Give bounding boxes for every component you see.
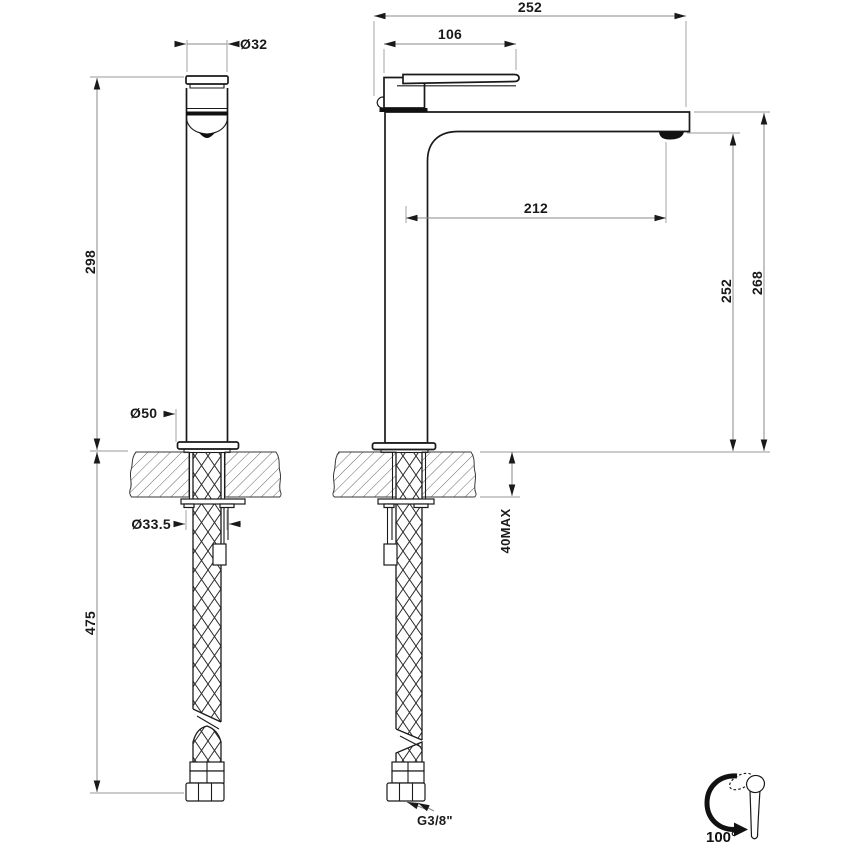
washer-tab [219, 503, 235, 509]
mount-washer-2 [377, 498, 435, 505]
dim-label-106: 106 [438, 26, 462, 42]
dim-label-475: 475 [82, 611, 98, 635]
counter-slab-left-2 [332, 451, 397, 498]
hose-edges-lower [192, 725, 222, 762]
dim-hole-diameter: Ø33.5 [131, 510, 241, 532]
dimensions: Ø32 298 Ø50 Ø33.5 475 [82, 0, 770, 828]
dim-label-268: 268 [749, 271, 765, 295]
hose-edges [395, 741, 423, 762]
handle-lip-front [189, 83, 225, 89]
hose-break-echo [196, 715, 220, 730]
dim-total-depth-252: 252 [373, 0, 687, 107]
dim-label-o32: Ø32 [240, 36, 267, 52]
dim-base-diameter: Ø50 [130, 405, 177, 442]
aerator-side [659, 131, 684, 140]
side-view [371, 73, 691, 454]
dim-label-212: 212 [524, 200, 548, 216]
hose-braid-upper-2 [396, 452, 422, 740]
hex-nut-2 [386, 782, 426, 802]
hose-edges-upper [192, 452, 222, 723]
rotation-icon: 100° [704, 772, 766, 846]
side-view-undercounter [332, 451, 477, 802]
counter-slab-left [129, 451, 190, 498]
hose-braid-lower [193, 726, 221, 762]
mount-block-2 [383, 543, 398, 566]
hose-braid-lower-2 [396, 742, 422, 762]
dim-height-298: 298 [82, 76, 184, 452]
mount-block [212, 543, 227, 566]
aerator-front [198, 131, 216, 138]
mount-washer [180, 498, 246, 505]
dim-heights-right: 252 268 [480, 111, 770, 453]
rotation-arrow-arc [704, 773, 738, 832]
hex-nut [185, 782, 225, 802]
dim-label-o50: Ø50 [130, 405, 157, 421]
handle-cap-front [185, 75, 229, 85]
front-view-undercounter [129, 451, 282, 802]
washer-tab [383, 503, 395, 509]
base-flange-front [176, 441, 240, 450]
counter-slab-right [224, 451, 282, 498]
handle-base-band [379, 108, 428, 112]
rotation-arrow-head-icon [734, 822, 748, 837]
dim-label-298: 298 [82, 250, 98, 274]
spout-edge-band-front [186, 111, 228, 116]
hose-braid-upper [193, 452, 221, 722]
dim-thread-g38: G3/8" [406, 801, 453, 828]
counter-slab-right-2 [421, 451, 477, 498]
front-view [176, 75, 240, 454]
base-collar-front [183, 448, 231, 454]
dim-lever-106: 106 [383, 26, 517, 73]
dim-handle-diameter: Ø32 [174, 36, 267, 72]
handle-stem-icon [749, 789, 761, 840]
handle-knob-icon [745, 774, 766, 794]
lever-handle-side [402, 73, 520, 85]
base-flange-side [371, 442, 437, 451]
dim-label-40max: 40MAX [498, 509, 513, 554]
spout-underside-front [185, 118, 229, 135]
body-spout-profile [384, 111, 691, 444]
dim-spout-reach-212: 212 [405, 142, 667, 223]
dim-label-g38: G3/8" [417, 813, 453, 828]
dim-counter-40max: 40MAX [480, 452, 520, 553]
dim-label-252-right: 252 [718, 279, 734, 303]
dim-label-o335: Ø33.5 [131, 516, 171, 532]
washer-tab [183, 503, 195, 509]
washer-tab [413, 503, 429, 509]
dim-label-252-top: 252 [518, 0, 542, 15]
rotation-angle-label: 100° [706, 829, 737, 846]
dim-hose-475: 475 [82, 452, 184, 794]
